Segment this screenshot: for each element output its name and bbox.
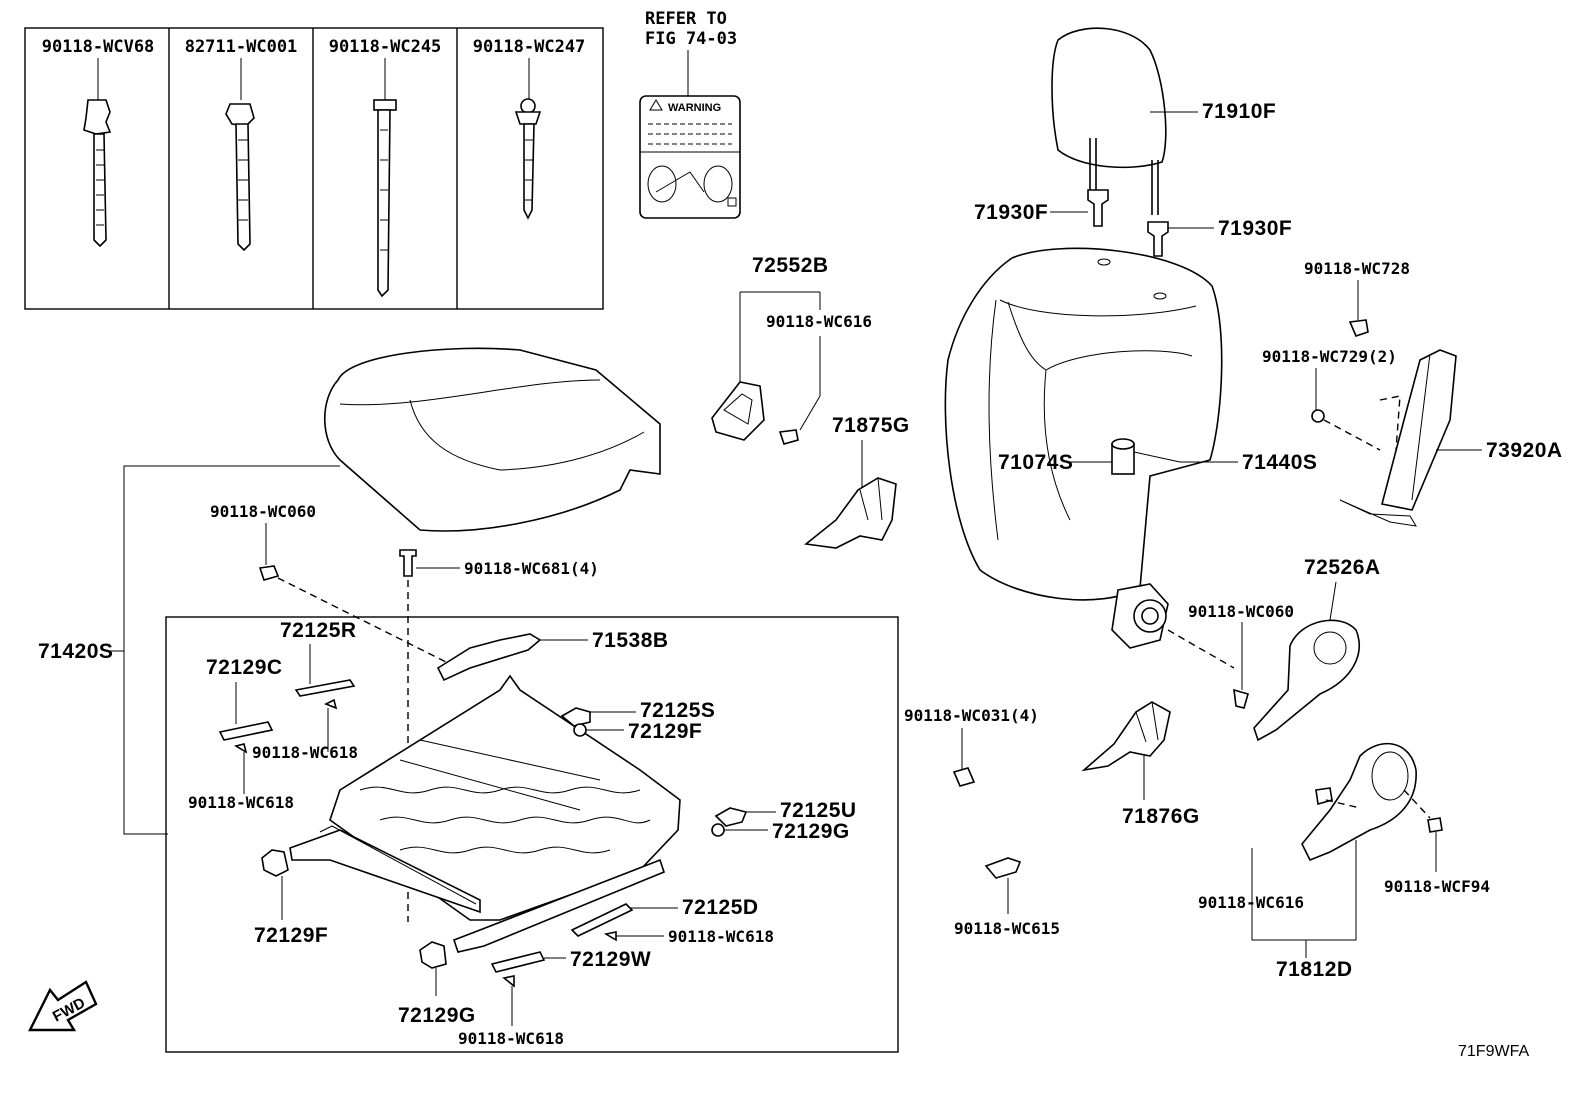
label-90118-WC060-right: 90118-WC060 [1188, 602, 1294, 621]
label-90118-WC728: 90118-WC728 [1304, 259, 1410, 278]
headrest-assembly: 71910F 71930F 71930F [974, 27, 1292, 257]
label-71910F: 71910F [1202, 100, 1276, 123]
label-72125D: 72125D [682, 896, 759, 919]
band-tie-icon [373, 99, 397, 298]
cover-71812D: 90118-WCF94 90118-WC616 71812D [1198, 742, 1490, 981]
label-72125S: 72125S [640, 699, 715, 722]
push-tie-icon [514, 98, 542, 220]
label-71812D: 71812D [1276, 958, 1353, 981]
seat-cushion-bracket: 71420S [38, 465, 340, 835]
label-72129C: 72129C [206, 656, 283, 679]
screw-90118-WC060-right: 90118-WC060 [1167, 602, 1294, 709]
label-72129F-left: 72129F [254, 924, 328, 947]
seat-frame-box: 71538B 72125R 72129C 90118-WC618 90118-W… [165, 616, 899, 1053]
recliner-cover-72526A: 72526A [1253, 556, 1381, 742]
label-90118-WC616-top: 90118-WC616 [766, 312, 872, 331]
fastener-legend-box: 90118-WCV68 82711-WC001 90118-WC245 9011… [24, 27, 604, 310]
label-72129G-left: 72129G [398, 1004, 476, 1027]
cable-tie-clip-icon [225, 103, 255, 252]
warning-label-heading: WARNING [668, 102, 721, 114]
figure-code: 71F9WFA [1458, 1043, 1529, 1060]
refer-note-line2: FIG 74-03 [645, 29, 737, 49]
label-72125R: 72125R [280, 619, 357, 642]
label-71876G: 71876G [1122, 805, 1200, 828]
bolt-90118-WC031: 90118-WC031(4) [904, 706, 1039, 787]
label-71420S: 71420S [38, 640, 113, 663]
label-90118-WC618-d: 90118-WC618 [458, 1029, 564, 1048]
label-90118-WC616-bottom: 90118-WC616 [1198, 893, 1304, 912]
legend-part-3: 90118-WC245 [329, 37, 442, 57]
cover-71875G: 71875G [804, 414, 910, 549]
seat-frame [329, 674, 681, 921]
label-90118-WC060-left: 90118-WC060 [210, 502, 316, 521]
clip-90118-WC728 [1348, 319, 1369, 337]
cable-tie-icon [83, 99, 112, 248]
clip-90118-WC615: 90118-WC615 [954, 857, 1060, 938]
label-71930F-right: 71930F [1218, 217, 1292, 240]
label-71930F-left: 71930F [974, 201, 1048, 224]
headrest-guide-left [1087, 189, 1109, 227]
wire-71538B [436, 633, 542, 682]
side-cover-73920A: 90118-WC728 90118-WC729(2) 73920A [1262, 259, 1563, 527]
label-73920A: 73920A [1486, 439, 1563, 462]
label-72129G-right: 72129G [772, 820, 850, 843]
warning-triangle-icon [649, 99, 663, 111]
label-90118-WC729: 90118-WC729(2) [1262, 347, 1397, 366]
legend-part-2: 82711-WC001 [185, 37, 298, 57]
label-71074S: 71074S [998, 451, 1073, 474]
label-90118-WC031: 90118-WC031(4) [904, 706, 1039, 725]
label-72129W: 72129W [570, 948, 651, 971]
legend-part-4: 90118-WC247 [473, 37, 586, 57]
seat-cushion [323, 347, 661, 532]
label-90118-WC618-c: 90118-WC618 [668, 927, 774, 946]
headrest-guide-right [1147, 221, 1169, 257]
warning-label [639, 95, 741, 219]
label-71440S: 71440S [1242, 451, 1317, 474]
label-90118-WC681: 90118-WC681(4) [464, 559, 599, 578]
label-71875G: 71875G [832, 414, 910, 437]
label-90118-WC615: 90118-WC615 [954, 919, 1060, 938]
label-90118-WC618-a: 90118-WC618 [252, 743, 358, 762]
label-90118-WCF94: 90118-WCF94 [1384, 877, 1490, 896]
cover-71876G: 71876G [1081, 701, 1200, 828]
refer-note-line1: REFER TO [645, 9, 727, 29]
label-72526A: 72526A [1304, 556, 1381, 579]
legend-part-1: 90118-WCV68 [42, 37, 155, 57]
bracket-72552B: 72552B 90118-WC616 [711, 254, 872, 445]
label-72552B: 72552B [752, 254, 829, 277]
label-72129F-right: 72129F [628, 720, 702, 743]
fwd-arrow-icon: FWD [28, 980, 98, 1032]
seat-back-assembly: 71074S 71440S [944, 247, 1317, 649]
refer-note: REFER TO FIG 74-03 WARNING [639, 9, 741, 219]
label-72125U: 72125U [780, 799, 857, 822]
label-71538B: 71538B [592, 629, 669, 652]
label-90118-WC618-b: 90118-WC618 [188, 793, 294, 812]
